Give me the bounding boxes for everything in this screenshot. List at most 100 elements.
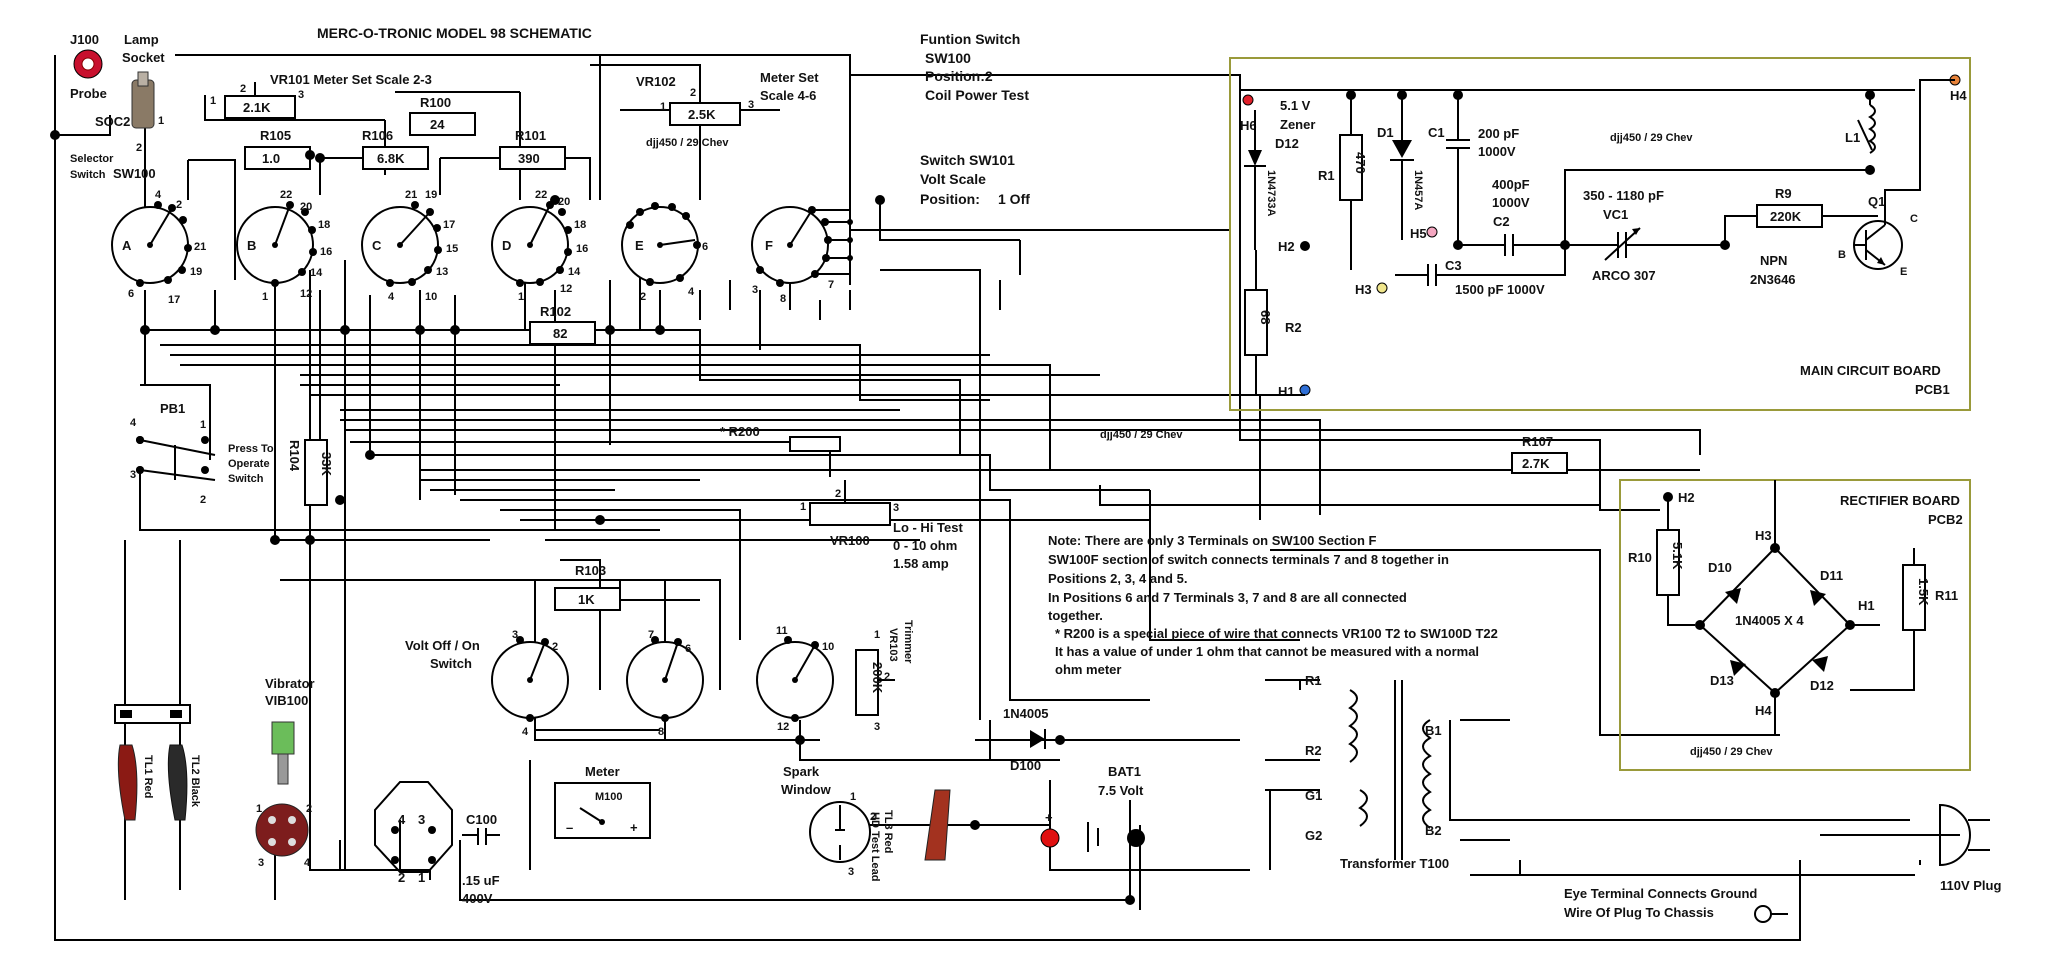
svg-text:1N457A: 1N457A: [1412, 170, 1424, 210]
svg-text:R100: R100: [420, 95, 451, 110]
svg-text:6: 6: [128, 288, 134, 300]
rectifier-board: RECTIFIER BOARD PCB2 djj450 / 29 Chev H2…: [1628, 480, 1963, 758]
svg-text:Switch SW101: Switch SW101: [920, 152, 1015, 168]
svg-text:2: 2: [884, 671, 890, 683]
svg-text:D1: D1: [1377, 125, 1394, 140]
svg-text:3: 3: [298, 89, 304, 101]
svg-text:11: 11: [776, 625, 788, 637]
svg-text:TL3 Red: TL3 Red: [882, 810, 894, 853]
svg-text:1.5K: 1.5K: [1916, 578, 1931, 606]
svg-text:2: 2: [640, 291, 646, 303]
svg-text:1: 1: [200, 419, 206, 431]
svg-text:2: 2: [176, 199, 182, 211]
svg-text:10: 10: [425, 291, 437, 303]
svg-text:+: +: [1045, 810, 1053, 825]
svg-text:68: 68: [1258, 310, 1273, 324]
svg-text:350 - 1180 pF: 350 - 1180 pF: [1583, 188, 1664, 203]
svg-text:Scale 4-6: Scale 4-6: [760, 88, 816, 103]
svg-text:1: 1: [256, 803, 262, 815]
svg-text:33K: 33K: [319, 452, 334, 476]
svg-text:15: 15: [446, 243, 458, 255]
svg-text:12: 12: [777, 721, 789, 733]
test-lead-tl2: TL2 Black: [167, 744, 201, 821]
svg-text:Switch: Switch: [70, 169, 106, 181]
svg-text:* R200 is a special piece of w: * R200 is a special piece of wire that c…: [1055, 626, 1498, 641]
svg-text:R11: R11: [1935, 588, 1958, 603]
svg-text:3: 3: [512, 629, 518, 641]
svg-text:Zener: Zener: [1280, 117, 1315, 132]
svg-text:BAT1: BAT1: [1108, 764, 1141, 779]
svg-text:H1: H1: [1858, 598, 1875, 613]
svg-text:R1: R1: [1318, 168, 1335, 183]
svg-text:24: 24: [430, 117, 445, 132]
svg-text:Position:2: Position:2: [925, 68, 993, 84]
svg-text:4: 4: [398, 812, 406, 827]
vr100: 1 2 3 Lo - Hi Test 0 - 10 ohm 1.58 amp V…: [800, 480, 963, 571]
svg-text:200K: 200K: [870, 662, 885, 694]
svg-text:H4: H4: [1950, 88, 1967, 103]
svg-text:0 - 10 ohm: 0 - 10 ohm: [893, 538, 957, 553]
svg-text:400V: 400V: [462, 891, 493, 906]
svg-text:C1: C1: [1428, 125, 1445, 140]
svg-text:HD Test Lead: HD Test Lead: [869, 812, 881, 881]
svg-text:2: 2: [200, 494, 206, 506]
svg-text:1N4005 X 4: 1N4005 X 4: [1735, 613, 1804, 628]
svg-text:1: 1: [418, 870, 425, 885]
svg-text:22: 22: [535, 189, 547, 201]
svg-text:4: 4: [522, 726, 529, 738]
svg-text:2.7K: 2.7K: [1522, 456, 1550, 471]
battery-bat1: BAT1 7.5 Volt +: [1040, 764, 1145, 852]
svg-text:3: 3: [748, 99, 754, 111]
svg-text:L1: L1: [1845, 130, 1860, 145]
svg-text:H3: H3: [1755, 528, 1772, 543]
svg-text:2: 2: [398, 870, 405, 885]
svg-text:Spark: Spark: [783, 764, 820, 779]
svg-text:2: 2: [240, 83, 246, 95]
svg-text:Press To: Press To: [228, 443, 274, 455]
svg-text:18: 18: [318, 219, 330, 231]
svg-text:F: F: [765, 238, 773, 253]
svg-text:R9: R9: [1775, 186, 1792, 201]
svg-text:200 pF: 200 pF: [1478, 126, 1519, 141]
rectifier-board-outline: [1619, 479, 1971, 771]
svg-text:ohm meter: ohm meter: [1055, 662, 1121, 677]
svg-text:2.5K: 2.5K: [688, 107, 716, 122]
svg-text:22: 22: [280, 189, 292, 201]
svg-text:8: 8: [780, 293, 786, 305]
function-switch-label: Funtion Switch SW100 Position:2 Coil Pow…: [920, 31, 1029, 103]
svg-text:3: 3: [418, 812, 425, 827]
svg-text:PB1: PB1: [160, 401, 185, 416]
svg-text:SW100: SW100: [113, 166, 156, 181]
svg-text:RECTIFIER BOARD: RECTIFIER BOARD: [1840, 493, 1960, 508]
svg-text:220K: 220K: [1770, 209, 1802, 224]
svg-text:Selector: Selector: [70, 153, 114, 165]
svg-text:H4: H4: [1755, 703, 1772, 718]
selector-switch-label: Selector Switch SW100: [70, 153, 156, 181]
svg-text:SW100: SW100: [925, 50, 971, 66]
svg-text:1000V: 1000V: [1492, 195, 1530, 210]
svg-text:3: 3: [893, 502, 899, 514]
svg-text:Positions 2, 3, 4 and 5.: Positions 2, 3, 4 and 5.: [1048, 571, 1187, 586]
svg-text:3: 3: [258, 857, 264, 869]
svg-text:2: 2: [690, 87, 696, 99]
note-block: Note: There are only 3 Terminals on SW10…: [1048, 533, 1498, 677]
svg-text:Meter: Meter: [585, 764, 620, 779]
svg-text:PCB1: PCB1: [1915, 382, 1950, 397]
svg-text:2: 2: [552, 641, 558, 653]
probe-j100: J100 Probe: [70, 32, 107, 101]
svg-text:17: 17: [168, 294, 180, 306]
svg-text:Eye Terminal Connects Ground: Eye Terminal Connects Ground: [1564, 886, 1757, 901]
resistor-r106: R106 6.8K: [362, 128, 429, 170]
svg-text:5.1K: 5.1K: [1670, 542, 1685, 570]
svg-text:2: 2: [835, 488, 841, 500]
svg-text:D100: D100: [1010, 758, 1041, 773]
resistor-r102: R102 82: [529, 304, 596, 345]
svg-text:Switch: Switch: [228, 473, 264, 485]
svg-text:12: 12: [300, 288, 312, 300]
svg-text:5.1 V: 5.1 V: [1280, 98, 1311, 113]
svg-text:18: 18: [574, 219, 586, 231]
svg-text:16: 16: [576, 243, 588, 255]
svg-text:3: 3: [752, 284, 758, 296]
